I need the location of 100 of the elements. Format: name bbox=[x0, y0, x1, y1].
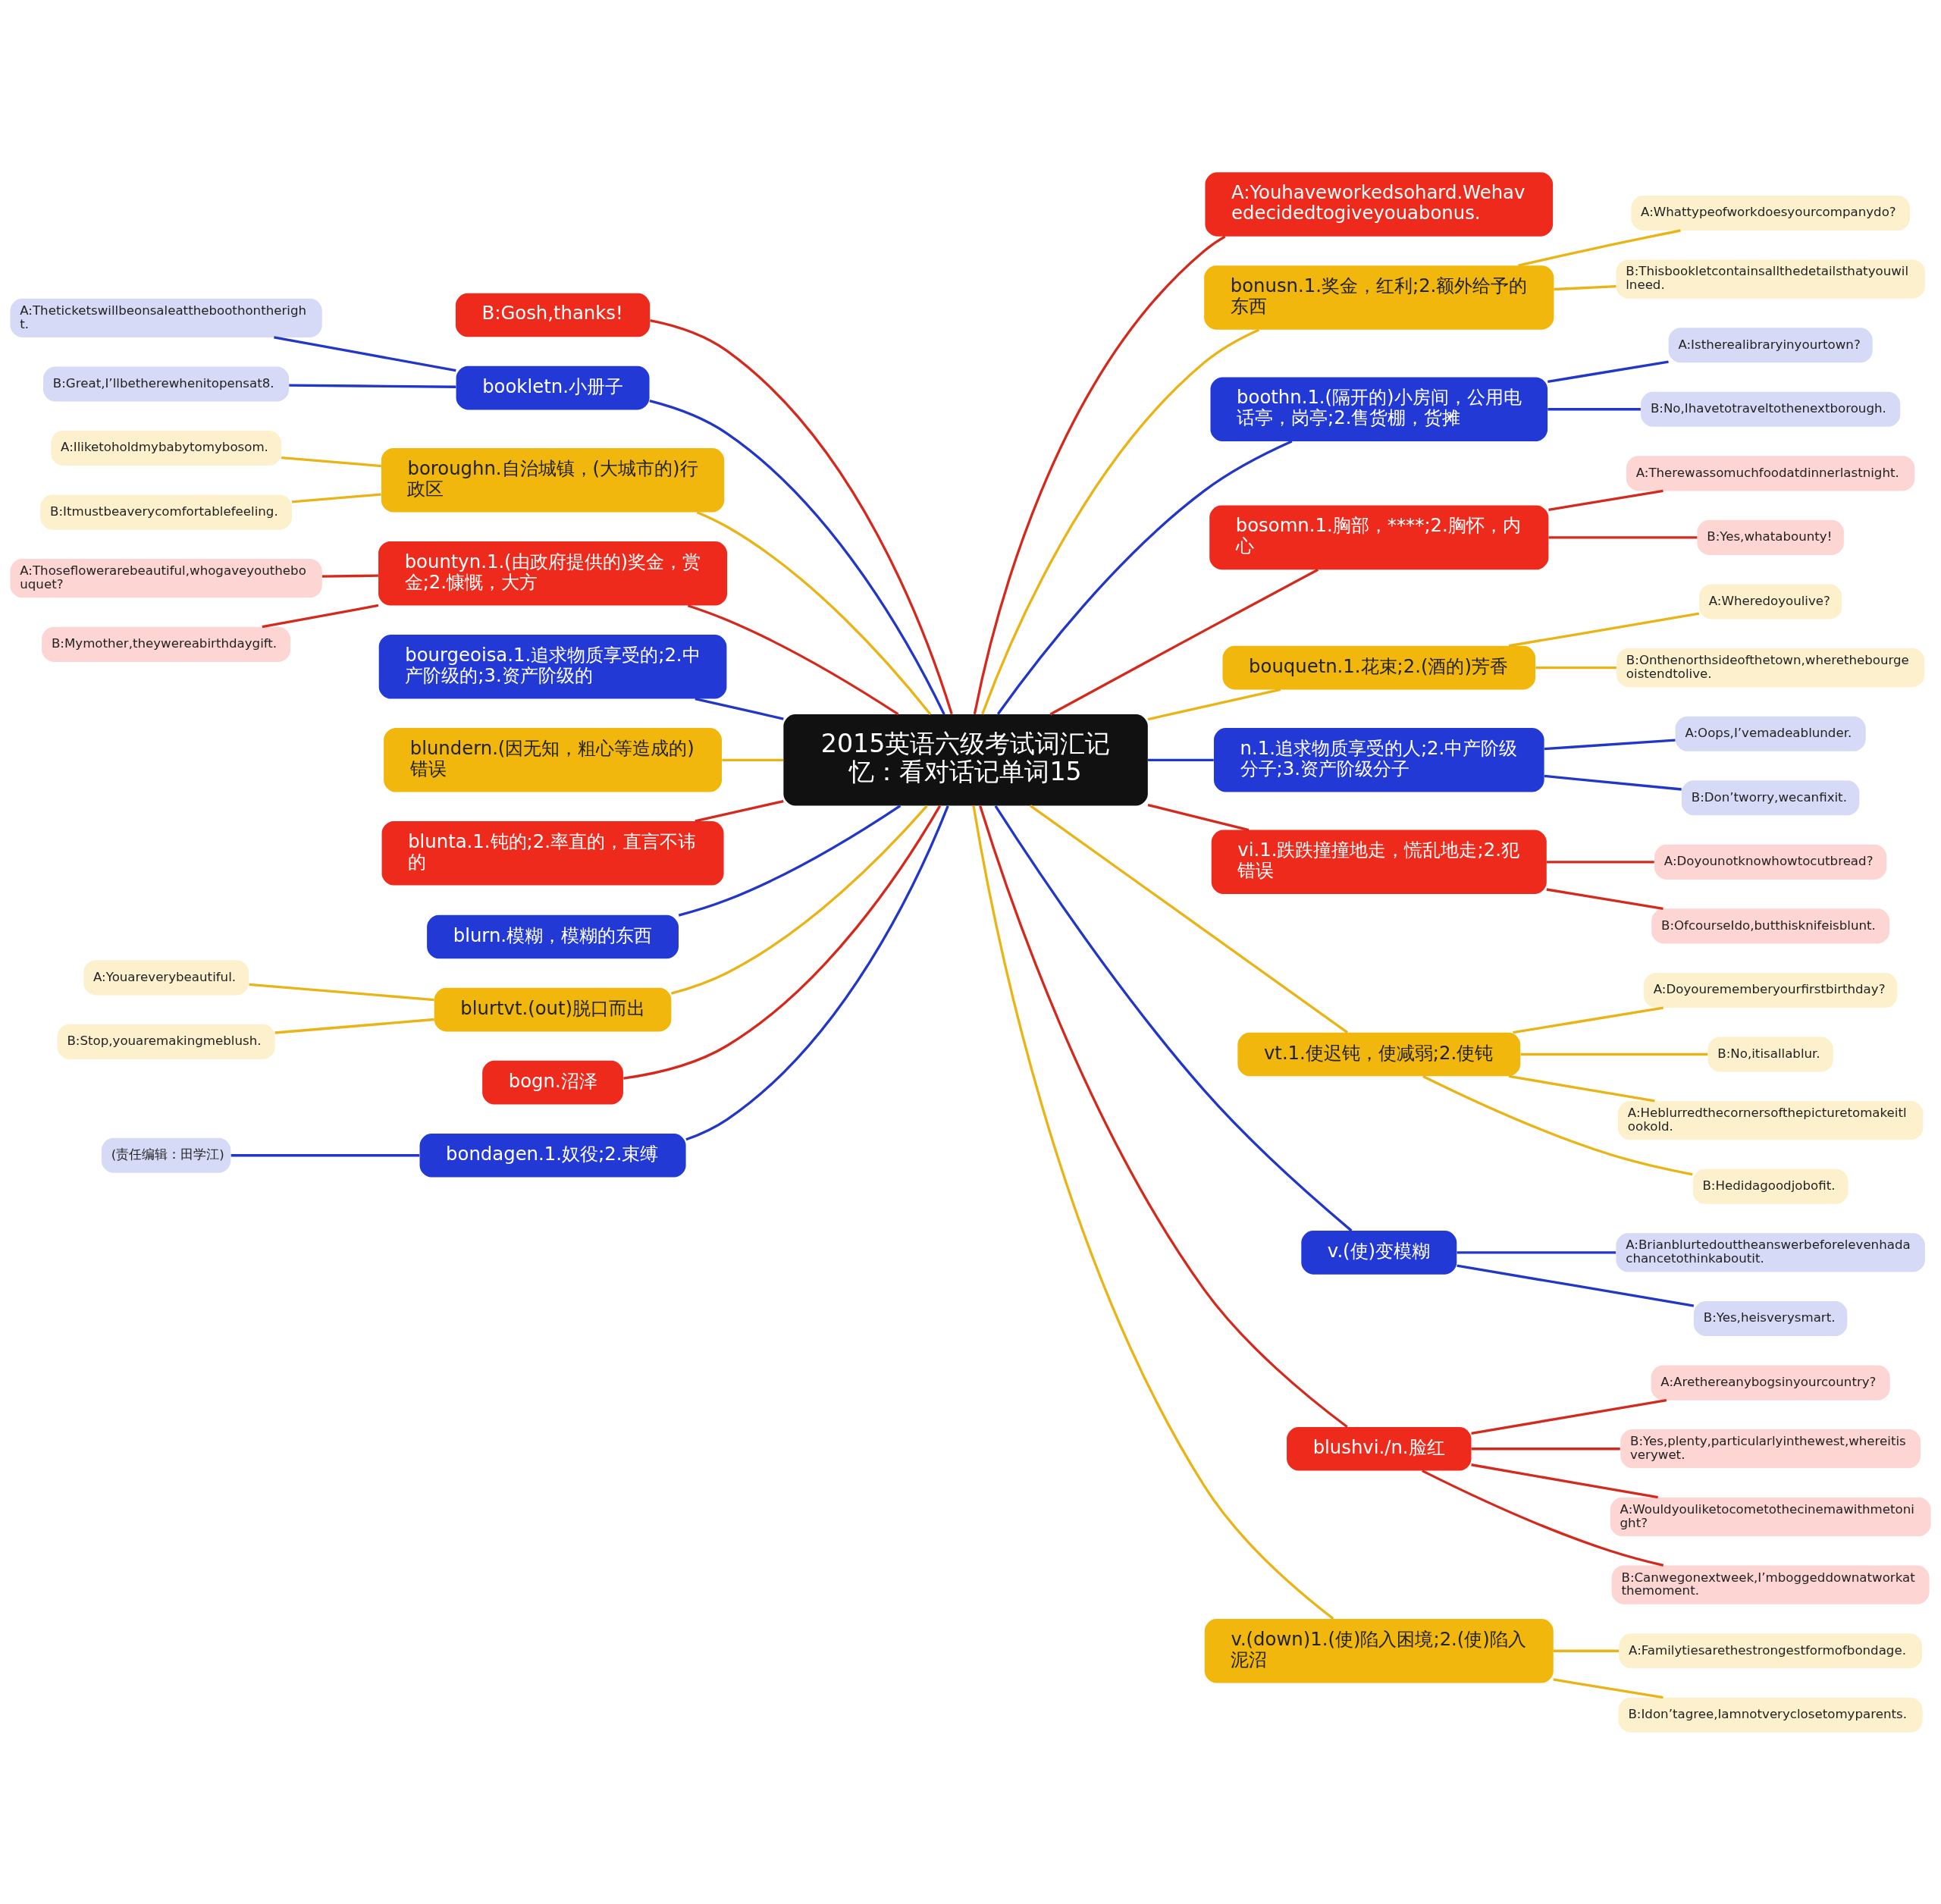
node-box: blunta.1.钝的;2.率直的，直言不讳的 bbox=[381, 820, 724, 886]
node-box: bonusn.1.奖金，红利;2.额外给予的东西 bbox=[1204, 265, 1554, 330]
node-box: A:Heblurredthecornersofthepicturetomakeitlookold. bbox=[1618, 1100, 1924, 1140]
connector bbox=[1147, 803, 1250, 831]
node-box: B:Canwegonextweek,I’mboggeddownatworkatthemoment. bbox=[1611, 1565, 1930, 1604]
node-box: B:No,Ihavetotraveltothenextborough. bbox=[1641, 391, 1901, 427]
node-box: A:Youareverybeautiful. bbox=[83, 959, 249, 995]
connector bbox=[1548, 489, 1663, 511]
node-box: v.(使)变模糊 bbox=[1301, 1230, 1457, 1275]
node-box: A:Youhaveworkedsohard.Wehavedecidedtogiveyouabonus. bbox=[1205, 171, 1554, 237]
connector bbox=[1544, 774, 1682, 791]
node-box: A:Istherealibraryinyourtown? bbox=[1668, 327, 1873, 362]
connector bbox=[722, 758, 784, 761]
node-box: A:Familytiesarethestrongestformofbondage. bbox=[1619, 1633, 1922, 1668]
connector bbox=[996, 440, 1293, 715]
connector bbox=[695, 799, 784, 823]
node-box: B:Hedidagoodjobofit. bbox=[1692, 1168, 1848, 1204]
node-box: A:Brianblurtedouttheanswerbeforelevenhadachancetothinkaboutit. bbox=[1616, 1232, 1925, 1272]
connector bbox=[623, 805, 942, 1080]
node-box: B:Itmustbeaverycomfortablefeeling. bbox=[40, 494, 292, 530]
connector bbox=[671, 805, 928, 995]
node-box: B:No,itisallablur. bbox=[1707, 1036, 1833, 1072]
connector bbox=[981, 328, 1260, 714]
connector bbox=[678, 804, 902, 917]
node-box: B:OfcourseIdo,butthisknifeisblunt. bbox=[1651, 908, 1890, 943]
node-box: A:Wheredoyoulive? bbox=[1698, 583, 1842, 619]
node-box: bountyn.1.(由政府提供的)奖金，赏金;2.慷慨，大方 bbox=[378, 541, 728, 606]
connector bbox=[1030, 804, 1349, 1034]
connector bbox=[289, 383, 456, 388]
connector bbox=[1457, 1264, 1695, 1307]
node-box: vi.1.跌跌撞撞地走，慌乱地走;2.犯错误 bbox=[1211, 830, 1547, 894]
connector bbox=[685, 805, 949, 1140]
node-box: A:Doyourememberyourfirstbirthday? bbox=[1643, 972, 1898, 1008]
connector bbox=[994, 805, 1353, 1231]
connector bbox=[321, 574, 378, 578]
connector bbox=[1546, 860, 1654, 863]
node-box: B:Onthenorthsideofthetown,wherethebourgeoistendtolive. bbox=[1616, 648, 1925, 687]
connector bbox=[1049, 568, 1319, 715]
node-box: blushvi./n.脸红 bbox=[1287, 1426, 1472, 1471]
connector bbox=[1544, 738, 1676, 750]
node-box: (责任编辑：田学江) bbox=[101, 1137, 231, 1173]
connector bbox=[1508, 1074, 1655, 1103]
connector bbox=[230, 1153, 420, 1156]
connector bbox=[1553, 1677, 1663, 1699]
connector bbox=[262, 604, 379, 628]
connector bbox=[1520, 1052, 1708, 1056]
connector bbox=[1554, 284, 1616, 290]
connector bbox=[1422, 1469, 1664, 1567]
connector bbox=[1148, 758, 1214, 761]
node-box: blurtvt.(out)脱口而出 bbox=[434, 987, 672, 1031]
connector bbox=[972, 805, 1334, 1620]
node-box: A:Theticketswillbeonsaleattheboothontheright. bbox=[10, 298, 322, 337]
node-box: A:Wouldyouliketocometothecinemawithmetonight? bbox=[1610, 1497, 1931, 1536]
node-box: 2015英语六级考试词汇记忆：看对话记单词15 bbox=[783, 714, 1148, 806]
connector bbox=[696, 510, 932, 715]
node-box: B:Don’tworry,wecanfixit. bbox=[1681, 779, 1860, 815]
node-box: B:Thisbookletcontainsallthedetailsthatyouwillneed. bbox=[1616, 259, 1925, 299]
connector bbox=[695, 697, 784, 720]
connector bbox=[1457, 1250, 1616, 1254]
connector bbox=[274, 335, 456, 372]
node-box: vt.1.使迟钝，使减弱;2.使钝 bbox=[1237, 1032, 1521, 1076]
connector bbox=[1508, 612, 1700, 647]
connector bbox=[1518, 228, 1681, 267]
node-box: n.1.追求物质享受的人;2.中产阶级分子;3.资产阶级分子 bbox=[1213, 727, 1544, 792]
node-box: B:Yes,plenty,particularlyinthewest,whereitisverywet. bbox=[1620, 1429, 1921, 1468]
node-box: A:Whattypeofworkdoesyourcompanydo? bbox=[1631, 195, 1910, 231]
connector bbox=[1546, 887, 1663, 910]
connector bbox=[1547, 360, 1669, 383]
connector bbox=[650, 318, 953, 714]
node-box: A:Thoseflowerarebeautiful,whogaveyouthebouquet? bbox=[10, 558, 322, 598]
connector bbox=[1535, 666, 1616, 669]
node-box: B:Stop,youaremakingmeblush. bbox=[57, 1024, 275, 1059]
node-box: A:Iliketoholdmybabytomybosom. bbox=[51, 430, 281, 466]
node-box: blurn.模糊，模糊的东西 bbox=[427, 914, 679, 958]
node-box: bouquetn.1.花束;2.(酒的)芳香 bbox=[1222, 645, 1536, 689]
connector bbox=[1422, 1074, 1693, 1175]
connector bbox=[1471, 1398, 1667, 1435]
node-box: boroughn.自治城镇，(大城市的)行政区 bbox=[381, 447, 725, 513]
node-box: A:Oops,I’vemadeablunder. bbox=[1675, 716, 1866, 751]
node-box: boothn.1.(隔开的)小房间，公用电话亭，岗亭;2.售货棚，货摊 bbox=[1210, 377, 1548, 441]
connector bbox=[973, 234, 1226, 714]
connector bbox=[687, 604, 899, 715]
connector bbox=[1147, 688, 1281, 720]
connector bbox=[291, 492, 381, 503]
node-box: B:Idon’tagree,Iamnotveryclosetomyparents. bbox=[1618, 1697, 1923, 1733]
node-box: A:Arethereanybogsinyourcountry? bbox=[1651, 1365, 1890, 1401]
node-box: B:Gosh,thanks! bbox=[455, 293, 651, 337]
node-box: A:Therewassomuchfoodatdinnerlastnight. bbox=[1626, 455, 1915, 491]
node-box: B:Yes,whatabounty! bbox=[1697, 519, 1844, 555]
connector bbox=[1471, 1463, 1658, 1498]
node-box: bosomn.1.胸部，****;2.胸怀，内心 bbox=[1209, 505, 1549, 569]
connector bbox=[249, 983, 434, 1001]
node-box: B:Mymother,theywereabirthdaygift. bbox=[42, 626, 291, 662]
node-box: bourgeoisa.1.追求物质享受的;2.中产阶级的;3.资产阶级的 bbox=[378, 634, 727, 699]
connector bbox=[979, 805, 1348, 1428]
connector bbox=[274, 1018, 434, 1034]
node-box: B:Yes,heisverysmart. bbox=[1693, 1300, 1848, 1336]
node-box: blundern.(因无知，粗心等造成的)错误 bbox=[384, 727, 722, 792]
node-box: bookletn.小册子 bbox=[456, 365, 650, 409]
connector bbox=[649, 399, 945, 715]
